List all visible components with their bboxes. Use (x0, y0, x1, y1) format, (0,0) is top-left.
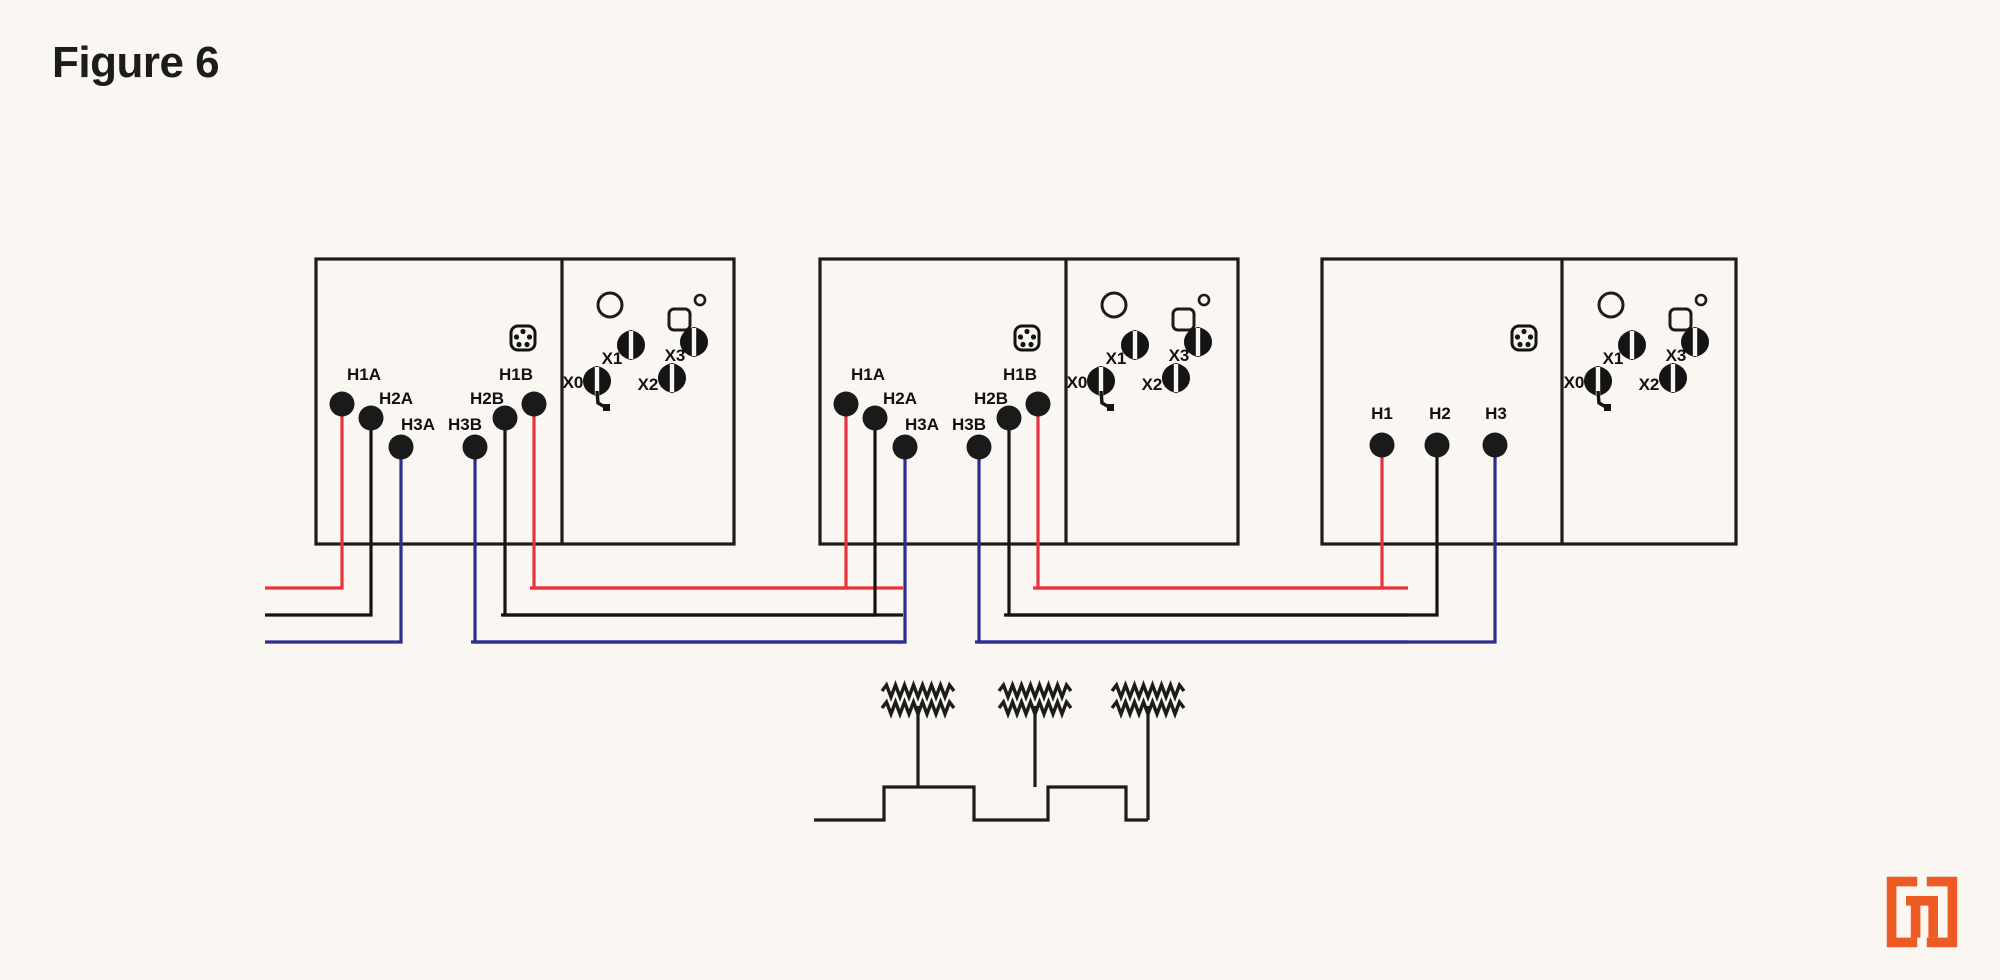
wire-b2-h2b (1007, 418, 1408, 617)
terminal-h3a-label: H3A (401, 415, 435, 434)
terminal-h3b[interactable] (966, 434, 992, 460)
large-circle-indicator (1597, 291, 1625, 319)
wire-b1-h2b (503, 418, 903, 617)
terminal-h2a[interactable] (358, 405, 384, 431)
knob-x0-label: X0 (563, 373, 584, 392)
block-1-outline (314, 257, 736, 546)
terminal-h3b-label: H3B (448, 415, 482, 434)
knob-x0-label: X0 (1067, 373, 1088, 392)
terminal-h3a[interactable] (388, 434, 414, 460)
knob-x1-label: X1 (1603, 349, 1624, 368)
brand-logo-icon (1886, 876, 1958, 948)
square-button-indicator[interactable] (1668, 307, 1693, 332)
wire-b2-h1b (1036, 404, 1408, 590)
knob-x2-label: X2 (1639, 375, 1660, 394)
terminal-h2b-label: H2B (974, 389, 1008, 408)
small-circle-indicator (693, 293, 707, 307)
device-block-3[interactable]: X0 X1 X2 X3 H1 H2 H3 (975, 257, 1738, 644)
terminal-h1b-label: H1B (1003, 365, 1037, 384)
block-2-outline (818, 257, 1240, 546)
terminal-h2a-label: H2A (883, 389, 917, 408)
din-connector-icon (509, 324, 537, 352)
terminal-h3a-label: H3A (905, 415, 939, 434)
wire-b2-h3a (471, 447, 907, 644)
heating-element-bank (814, 683, 1186, 822)
terminal-h2a[interactable] (862, 405, 888, 431)
control-panel-1[interactable]: X0 X1 X2 X3 (563, 291, 708, 411)
knob-x0-label: X0 (1564, 373, 1585, 392)
terminal-h1a[interactable] (329, 391, 355, 417)
control-panel-3[interactable]: X0 X1 X2 X3 (1564, 291, 1709, 411)
knob-x1-label: X1 (602, 349, 623, 368)
control-panel-2[interactable]: X0 X1 X2 X3 (1067, 291, 1212, 411)
terminal-h3a[interactable] (892, 434, 918, 460)
knob-x2[interactable] (1162, 363, 1190, 393)
large-circle-indicator (596, 291, 624, 319)
large-circle-indicator (1100, 291, 1128, 319)
page-title: Figure 6 (52, 38, 220, 87)
knob-x3-label: X3 (665, 346, 686, 365)
terminal-h1a-label: H1A (851, 365, 885, 384)
terminal-h1a-label: H1A (347, 365, 381, 384)
wire-b1-h3a (265, 447, 403, 644)
knob-x0[interactable] (1584, 366, 1612, 411)
device-block-1[interactable]: X0 X1 X2 X3 H1A H2A H3A H3B H2B H1B (265, 257, 903, 644)
din-connector-icon (1013, 324, 1041, 352)
terminal-h2-label: H2 (1429, 404, 1451, 423)
terminal-h3b-label: H3B (952, 415, 986, 434)
wire-b3-h2 (1004, 445, 1439, 617)
knob-x3-label: X3 (1169, 346, 1190, 365)
small-circle-indicator (1197, 293, 1211, 307)
terminal-h1-label: H1 (1371, 404, 1393, 423)
knob-x2-label: X2 (638, 375, 659, 394)
terminal-h3b[interactable] (462, 434, 488, 460)
wire-b1-h2a (265, 418, 373, 617)
knob-x1-label: X1 (1106, 349, 1127, 368)
square-button-indicator[interactable] (1171, 307, 1196, 332)
terminal-h3-label: H3 (1485, 404, 1507, 423)
wire-b2-h2a (501, 418, 877, 617)
small-circle-indicator (1694, 293, 1708, 307)
terminal-h2b[interactable] (492, 405, 518, 431)
terminal-h1b-label: H1B (499, 365, 533, 384)
wire-b3-h3 (975, 445, 1497, 644)
knob-x3-label: X3 (1666, 346, 1687, 365)
terminal-h2a-label: H2A (379, 389, 413, 408)
terminal-h2b-label: H2B (470, 389, 504, 408)
wire-b1-h1a (265, 404, 344, 590)
terminal-h2b[interactable] (996, 405, 1022, 431)
terminal-h1b[interactable] (521, 391, 547, 417)
square-button-indicator[interactable] (667, 307, 692, 332)
wire-b1-h1b (532, 404, 903, 590)
stepped-bus-bar (814, 785, 1148, 822)
terminal-h1[interactable] (1369, 432, 1395, 458)
knob-x0[interactable] (583, 366, 611, 411)
terminal-h1b[interactable] (1025, 391, 1051, 417)
din-connector-icon (1510, 324, 1538, 352)
wire-b3-h1 (1033, 445, 1384, 590)
wire-b2-h1a (530, 404, 848, 590)
terminal-h2[interactable] (1424, 432, 1450, 458)
block-3-outline (1320, 257, 1738, 546)
terminal-h3[interactable] (1482, 432, 1508, 458)
knob-x2-label: X2 (1142, 375, 1163, 394)
knob-x2[interactable] (658, 363, 686, 393)
terminal-h1a[interactable] (833, 391, 859, 417)
knob-x2[interactable] (1659, 363, 1687, 393)
knob-x0[interactable] (1087, 366, 1115, 411)
